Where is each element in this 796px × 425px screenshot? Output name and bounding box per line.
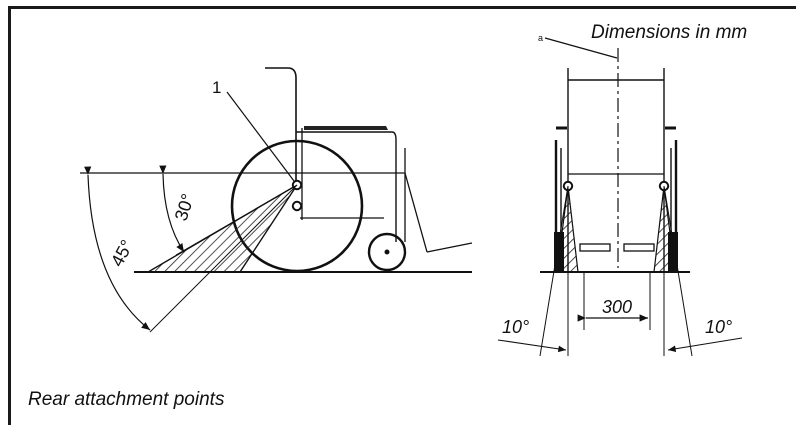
left-angle-label: 10° (502, 317, 529, 337)
right-angle-dim (667, 337, 743, 353)
caster-hub (384, 249, 390, 255)
dimensions-note: Dimensions in mm (591, 22, 748, 43)
right-angle-line-inclined (663, 185, 693, 357)
right-footrest (623, 243, 655, 252)
right-angle-label: 10° (705, 317, 732, 337)
front-caster (367, 232, 407, 272)
note-leader (544, 37, 618, 59)
callout-label: 1 (212, 78, 221, 97)
seat-cushion (304, 126, 388, 130)
callout-leader (226, 91, 295, 182)
angle-line-30 (175, 184, 298, 256)
backrest-handle (265, 67, 297, 182)
angle-label-45: 45° (107, 236, 137, 269)
secondary-point (291, 200, 303, 212)
angle-line-45 (149, 184, 298, 333)
angle-arc-45 (84, 166, 151, 331)
frame-left-border (8, 6, 11, 425)
armrest-frame (296, 131, 397, 242)
left-wheel-base (554, 232, 564, 272)
rear-wheel (230, 139, 364, 273)
seat-level-line (404, 172, 428, 253)
left-angle-line-inclined (539, 185, 569, 357)
width-dimension-label: 300 (602, 297, 632, 317)
note-marker: a (538, 33, 543, 43)
left-footrest (579, 243, 611, 252)
rear-view: a 300 (497, 33, 743, 357)
figure-caption: Rear attachment points (28, 389, 225, 410)
footrest-line (426, 242, 473, 253)
angle-arc-30 (159, 165, 185, 253)
right-wheel-base (668, 232, 678, 272)
left-angle-dim (497, 339, 567, 353)
frame-top-border (8, 6, 796, 9)
angle-label-30: 30° (171, 191, 198, 223)
side-view: 1 30° 45° (80, 67, 473, 333)
